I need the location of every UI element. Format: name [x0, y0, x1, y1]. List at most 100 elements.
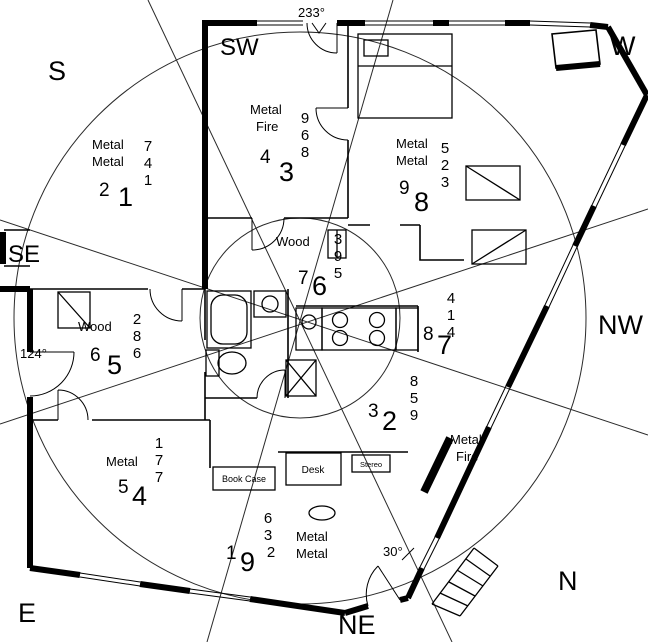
base-number: 7 — [437, 330, 452, 360]
fixtures — [57, 33, 527, 617]
fridge-cross — [285, 359, 317, 397]
star-number: 9 — [334, 248, 342, 265]
base-number: 3 — [279, 157, 294, 187]
base-number: 8 — [414, 187, 429, 217]
burner-icon — [331, 329, 349, 347]
stove — [321, 307, 397, 351]
sink-basin-icon — [261, 295, 279, 313]
kitchen-sink-icon — [301, 314, 317, 330]
sector-w: Metal Metal 5 2 3 9 8 — [396, 136, 449, 217]
star-number: 3 — [441, 174, 449, 191]
star-number: 5 — [334, 265, 342, 282]
burner-icon — [368, 311, 386, 329]
base-number: 5 — [107, 350, 122, 380]
star-number: 4 — [144, 155, 152, 172]
element-label: Metal — [250, 102, 282, 117]
star-number: 4 — [447, 324, 455, 341]
stairs — [431, 547, 499, 617]
star-number: 1 — [447, 307, 455, 324]
stereo — [351, 454, 391, 473]
element-label: Metal — [296, 529, 328, 544]
doors — [29, 22, 415, 607]
base-number: 6 — [90, 345, 101, 366]
base-number: 1 — [226, 543, 237, 564]
sector-s: Metal Metal 7 4 1 2 1 — [92, 137, 152, 212]
base-number: 3 — [368, 401, 379, 422]
bedroom-door — [315, 107, 349, 141]
element-label: Fire — [256, 119, 278, 134]
base-number: 1 — [118, 182, 133, 212]
fridge — [285, 359, 317, 397]
compass-label-ne: NE — [338, 610, 376, 640]
element-label: Metal — [296, 546, 328, 561]
element-label: Metal — [92, 154, 124, 169]
bottom-door — [365, 565, 401, 607]
element-label: Metal — [106, 454, 138, 469]
star-number: 3 — [334, 231, 342, 248]
base-number: 4 — [260, 147, 271, 168]
labels: S SW W SE NW E NE N 233° 124° 30° Metal … — [8, 5, 643, 640]
element-label: Metal — [92, 137, 124, 152]
north-pointer-tick — [311, 22, 327, 34]
sector-n: Metal Fire — [450, 432, 482, 464]
stereo-label: Stereo — [360, 460, 382, 469]
sector-sw: Metal Fire 9 6 8 4 3 — [250, 102, 309, 187]
base-number: 4 — [132, 481, 147, 511]
base-number: 9 — [240, 547, 255, 577]
bathtub-inner — [210, 294, 248, 345]
hall-door — [57, 389, 89, 421]
angle-bottom: 30° — [383, 544, 403, 559]
bathroom-sink — [253, 290, 287, 318]
element-label: Fire — [456, 449, 478, 464]
element-label: Wood — [276, 234, 310, 249]
star-number: 7 — [155, 469, 163, 486]
star-number: 6 — [301, 127, 309, 144]
burner-icon — [368, 329, 386, 347]
sector-line-3 — [0, 219, 648, 436]
compass-label-sw: SW — [220, 34, 259, 61]
sector-se: Wood 2 8 6 6 5 — [78, 311, 141, 380]
exterior-walls — [0, 20, 648, 616]
star-number: 2 — [133, 311, 141, 328]
star-number: 2 — [267, 544, 275, 561]
left-door — [29, 351, 75, 397]
room-door — [149, 288, 183, 322]
star-number: 9 — [301, 110, 309, 127]
base-number: 6 — [312, 271, 327, 301]
oval-table — [308, 505, 336, 521]
angle-tick-30 — [401, 547, 415, 561]
toilet-bowl — [217, 351, 247, 375]
kitchen-counter-right — [395, 307, 419, 351]
base-number: 9 — [399, 178, 410, 199]
burner-icon — [331, 311, 349, 329]
star-number: 8 — [410, 373, 418, 390]
star-number: 8 — [133, 328, 141, 345]
bookcase-label: Book Case — [222, 474, 266, 484]
closet-upper — [465, 165, 521, 201]
compass-label-s: S — [48, 56, 66, 86]
sector-nw: 4 1 4 8 7 — [423, 290, 455, 360]
base-number: 7 — [298, 268, 309, 289]
star-number: 6 — [133, 345, 141, 362]
desk-label: Desk — [302, 465, 326, 476]
desk — [285, 452, 342, 486]
star-number: 4 — [447, 290, 455, 307]
base-number: 2 — [99, 180, 110, 201]
bathtub — [206, 290, 252, 349]
closet-upper-diagonal — [465, 165, 521, 201]
compass-label-w: W — [610, 31, 636, 61]
angle-left: 124° — [20, 346, 47, 361]
element-label: Metal — [396, 153, 428, 168]
star-number: 9 — [410, 407, 418, 424]
sector-center: Wood 3 9 5 7 6 — [276, 231, 342, 301]
bookcase — [212, 466, 276, 491]
entry-door — [306, 22, 338, 54]
base-number: 5 — [118, 477, 129, 498]
sector-e: Metal 1 7 7 5 4 — [106, 435, 163, 511]
element-label: Metal — [450, 432, 482, 447]
star-number: 2 — [441, 157, 449, 174]
closet-lower — [471, 229, 527, 265]
compass-label-e: E — [18, 598, 36, 628]
